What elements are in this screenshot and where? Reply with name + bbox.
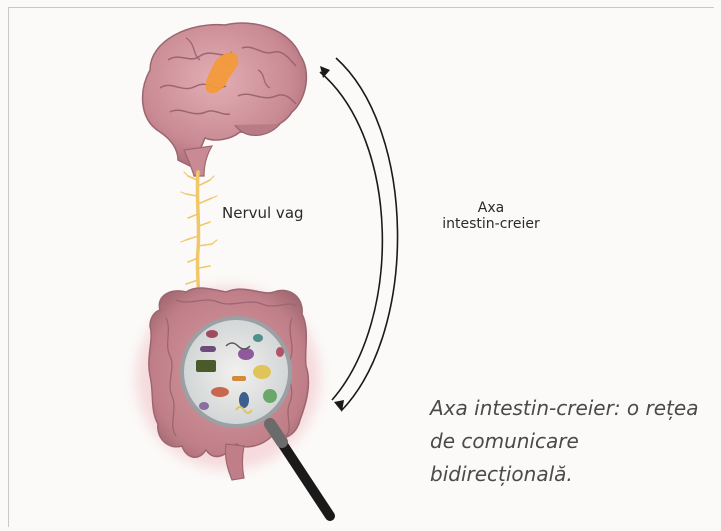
nerve-label: Nervul vag <box>222 204 304 222</box>
axis-label-line2: intestin-creier <box>432 216 550 232</box>
brain-icon <box>143 23 307 176</box>
caption-text: Axa intestin-creier: o rețea de comunica… <box>430 392 700 491</box>
bidirectional-arrows-icon <box>320 58 398 412</box>
axis-label: Axa intestin-creier <box>432 200 550 232</box>
axis-label-line1: Axa <box>432 200 550 216</box>
